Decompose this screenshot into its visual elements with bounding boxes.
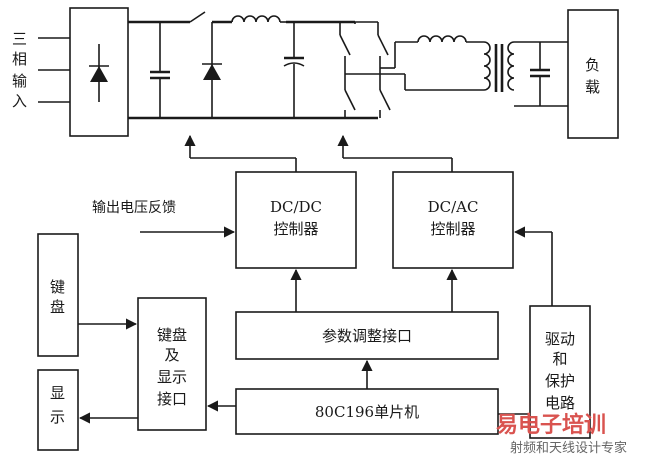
watermark-title: 易电子培训 [496,412,606,438]
dcac-label-line2: 控制器 [430,220,475,238]
keyboard-label-1: 键 [50,278,65,296]
filter-capacitor-1 [150,22,170,118]
dcac-label-line1: DC/AC [428,198,479,216]
inductor-1 [231,15,286,23]
output-transformer [483,41,568,107]
output-capacitor [530,42,550,106]
param-interface-block [235,311,499,360]
driver-label-2: 和 [552,350,567,368]
kbd-display-iface-block [137,297,207,431]
driver-label-1: 驱动 [545,330,575,348]
driver-protection-block [529,305,591,439]
input-label-4: 入 [12,92,27,110]
kbd-iface-label-2: 及 [164,346,179,364]
load-block [567,9,619,139]
three-phase-input-lines [38,37,70,103]
dcdc-controller-block [235,171,357,269]
kbd-iface-label-3: 显示 [157,368,187,386]
rectifier-block [69,7,129,137]
feedback-label: 输出电压反馈 [92,200,176,216]
input-label-2: 相 [12,50,27,68]
input-label-1: 三 [12,30,27,48]
mcu-block [235,388,499,435]
input-label-3: 输 [12,72,27,90]
dcdc-label-line1: DC/DC [270,198,322,216]
watermark-subtitle: 射频和天线设计专家 [510,440,627,456]
arrow-dcac-to-circuit [337,134,453,172]
driver-label-4: 电路 [545,394,575,412]
watermark: 易电子培训 射频和天线设计专家 [496,412,627,456]
dcac-controller-block [392,171,514,269]
kbd-iface-label-1: 键盘 [157,326,187,344]
load-label-2: 载 [585,78,600,96]
display-block [37,369,79,451]
mcu-label: 80C196单片机 [315,403,419,421]
arrow-driver-to-dcac [513,226,553,306]
param-label: 参数调整接口 [322,327,412,345]
display-label-1: 显 [50,384,65,402]
inductor-2 [395,35,484,91]
h-bridge [339,21,406,118]
driver-label-3: 保护 [545,372,575,390]
arrow-dcdc-to-circuit [184,134,297,172]
keyboard-block [37,233,79,357]
load-label-1: 负 [585,56,600,74]
keyboard-label-2: 盘 [50,298,65,316]
dcdc-label-line2: 控制器 [273,220,318,238]
filter-capacitor-2 [283,22,305,118]
display-label-2: 示 [50,408,65,426]
freewheel-diode [202,22,222,118]
kbd-iface-label-4: 接口 [157,390,187,408]
